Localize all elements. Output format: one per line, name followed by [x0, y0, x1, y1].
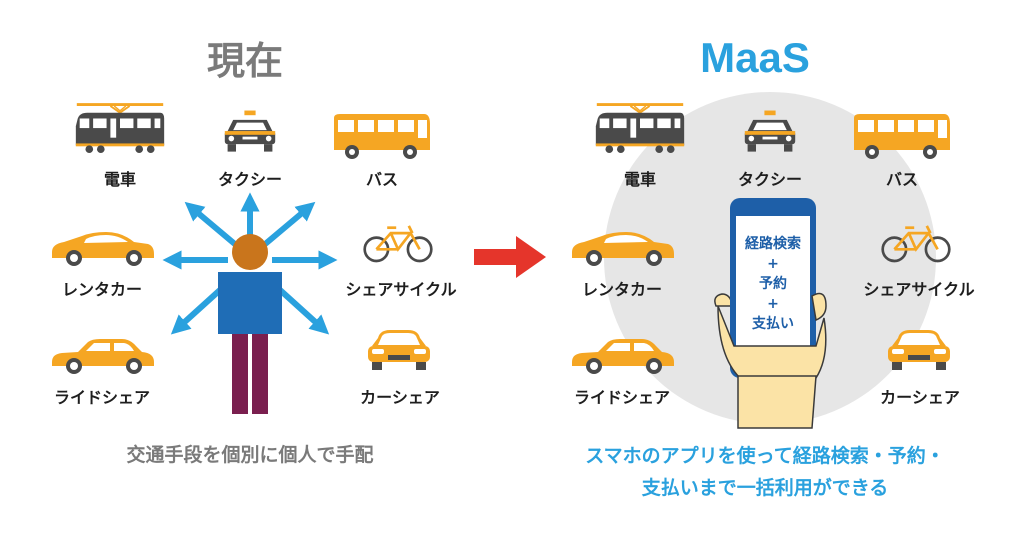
sedan-icon — [48, 334, 158, 374]
label-bus-right: バス — [885, 170, 918, 189]
caption-maas-line2: 支払いまで一括利用ができる — [641, 477, 889, 499]
car-front-icon — [884, 324, 954, 374]
hand-phone-icon — [714, 198, 827, 429]
label-ride-left: ライドシェア — [53, 388, 150, 407]
bicycle-icon — [362, 220, 434, 266]
label-bike-right: シェアサイクル — [863, 280, 975, 299]
car-front-icon — [364, 324, 434, 374]
label-rental-right: レンタカー — [581, 280, 662, 299]
label-taxi-right: タクシー — [737, 170, 802, 189]
label-taxi-left: タクシー — [217, 170, 282, 189]
label-train-right: 電車 — [623, 170, 656, 189]
sports-car-icon — [48, 226, 158, 266]
train-icon — [72, 100, 168, 160]
phone-plus-2: + — [767, 296, 779, 312]
phone-plus-1: + — [767, 256, 779, 272]
phone-payment: 支払い — [752, 316, 794, 332]
person-icon — [218, 234, 282, 414]
train-icon — [592, 100, 688, 160]
bus-icon — [332, 112, 432, 162]
caption-current: 交通手段を個別に個人で手配 — [126, 444, 374, 466]
title-current: 現在 — [206, 39, 283, 83]
label-bike-left: シェアサイクル — [345, 280, 457, 299]
title-maas: MaaS — [700, 34, 810, 81]
bicycle-icon — [880, 220, 952, 266]
sedan-icon — [568, 334, 678, 374]
caption-maas-line1: スマホのアプリを使って経路検索・予約・ — [585, 445, 945, 467]
taxi-icon — [222, 108, 278, 156]
label-rental-left: レンタカー — [61, 280, 142, 299]
label-ride-right: ライドシェア — [573, 388, 670, 407]
sports-car-icon — [568, 226, 678, 266]
radiating-arrows — [162, 192, 338, 335]
taxi-icon — [742, 108, 798, 156]
arrow-up-left-icon — [184, 201, 238, 248]
arrow-down-right-icon — [277, 287, 330, 335]
label-carshare-left: カーシェア — [360, 388, 440, 407]
red-arrow-icon — [474, 236, 546, 278]
label-carshare-right: カーシェア — [880, 388, 960, 407]
phone-reservation: 予約 — [759, 276, 787, 292]
arrow-down-left-icon — [170, 287, 223, 335]
bus-icon — [852, 112, 952, 162]
phone-screen: 経路検索 + 予約 + 支払い — [736, 234, 810, 334]
arrow-up-right-icon — [262, 201, 316, 248]
label-bus-left: バス — [365, 170, 398, 189]
caption-maas: スマホのアプリを使って経路検索・予約・ 支払いまで一括利用ができる — [530, 440, 1000, 504]
label-train-left: 電車 — [103, 170, 136, 189]
phone-route-search: 経路検索 — [745, 236, 801, 252]
